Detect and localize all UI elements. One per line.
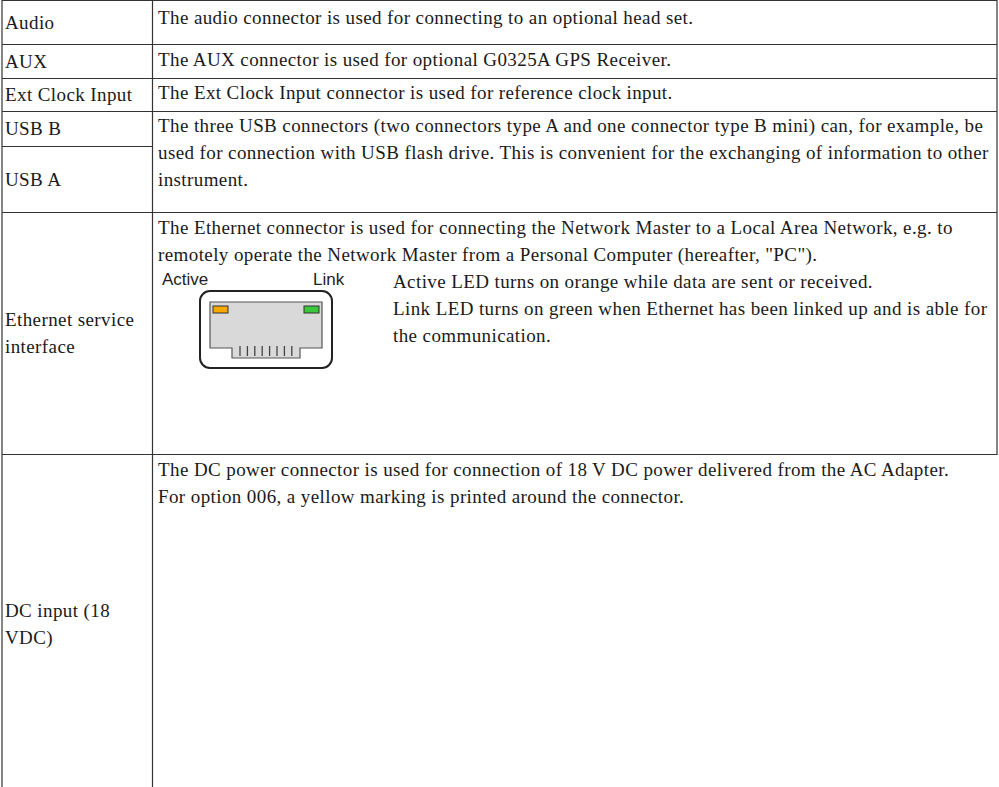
row-header: Ethernet service interface: [5, 306, 147, 360]
row-header: Audio: [5, 9, 147, 36]
row-header: USB A: [5, 166, 147, 193]
ethernet-port-illustration: [196, 288, 336, 372]
row-description: The Ethernet connector is used for conne…: [158, 214, 992, 268]
row-description: The Ext Clock Input connector is used fo…: [158, 79, 992, 106]
row-header: DC input (18 VDC): [5, 597, 147, 651]
table-rule: [2, 146, 152, 147]
row-header: AUX: [5, 48, 147, 75]
row-description: For option 006, a yellow marking is prin…: [158, 483, 992, 510]
table-rule: [996, 0, 997, 455]
table-rule: [2, 111, 997, 112]
row-description: The AUX connector is used for optional G…: [158, 46, 992, 73]
led-description: Active LED turns on orange while data ar…: [393, 268, 991, 295]
table-rule: [2, 0, 997, 1]
table-rule: [1, 0, 2, 787]
row-description: The audio connector is used for connecti…: [158, 4, 992, 31]
led-label: Link: [313, 270, 344, 290]
row-description: The DC power connector is used for conne…: [158, 456, 992, 483]
row-header: USB B: [5, 115, 147, 142]
led-description: Link LED turns on green when Ethernet ha…: [393, 295, 991, 349]
table-rule: [2, 454, 997, 455]
row-description: The three USB connectors (two connectors…: [158, 112, 992, 193]
row-header: Ext Clock Input: [5, 81, 147, 108]
led-label: Active: [162, 270, 208, 290]
table-rule: [2, 78, 997, 79]
table-rule: [152, 0, 153, 787]
table-rule: [2, 44, 997, 45]
table-rule: [2, 212, 997, 213]
